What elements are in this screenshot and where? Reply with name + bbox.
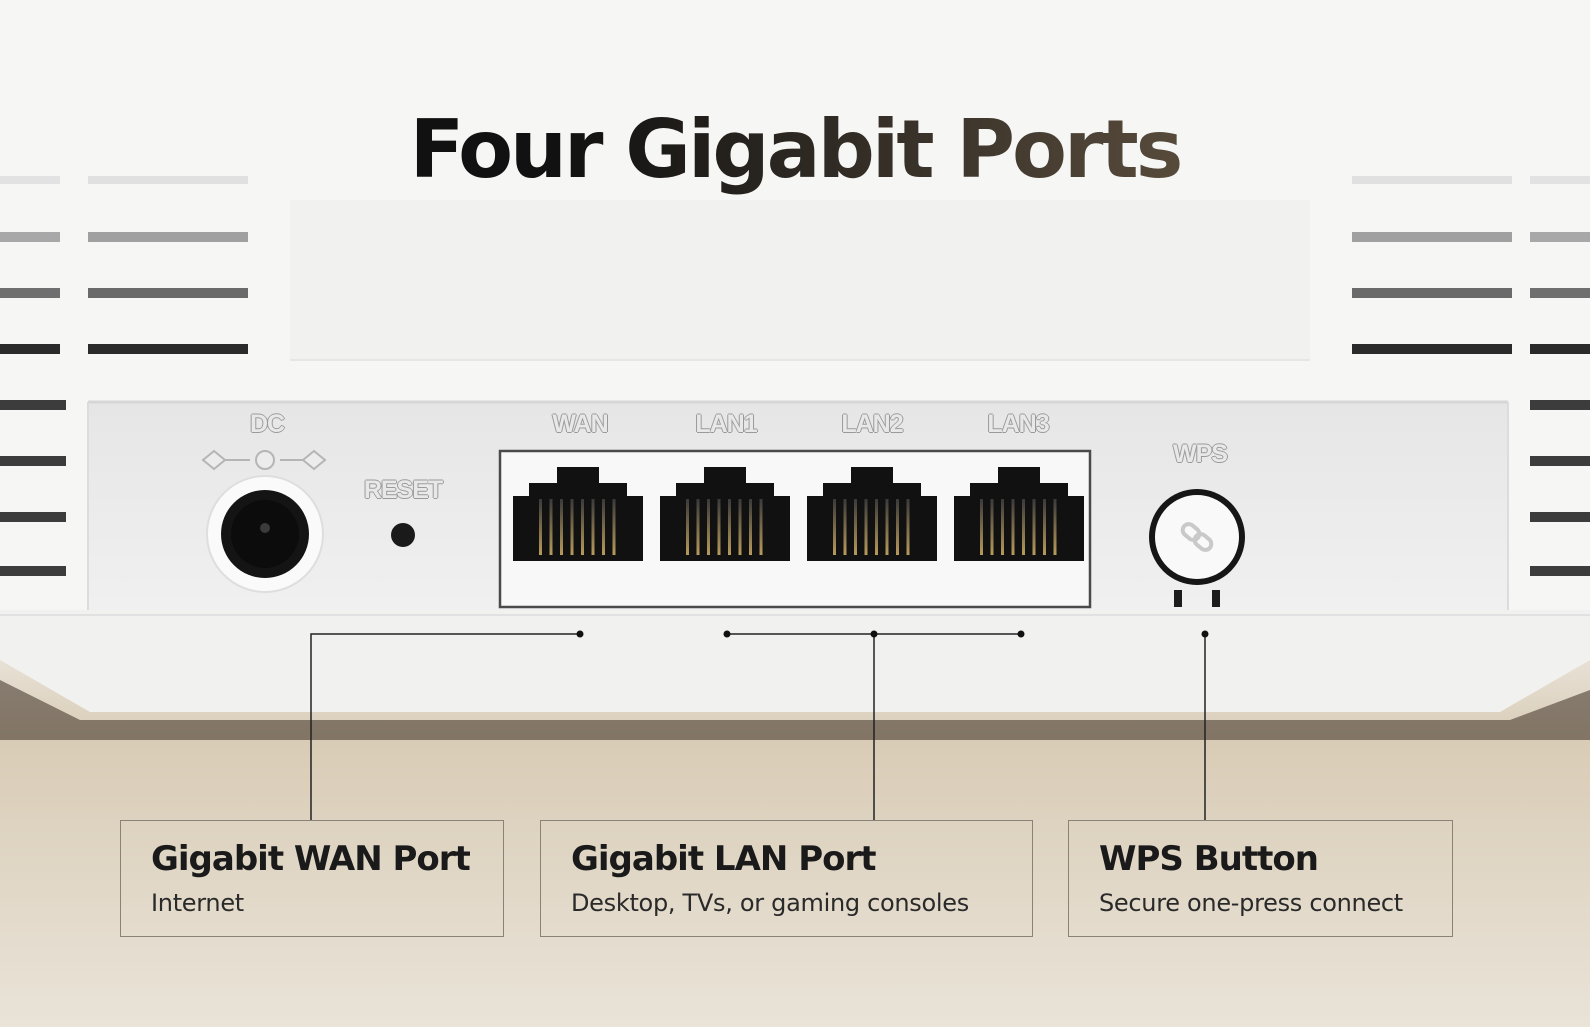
wps-button [1149,489,1245,607]
callout-wps-heading: WPS Button [1099,839,1319,879]
lan2-label: LAN2 [841,410,903,438]
left-vent-slots [0,176,248,576]
callout-wan-description: Internet [151,889,244,917]
callout-wps: WPS Button Secure one-press connect [1068,820,1453,937]
wps-label: WPS [1173,440,1228,468]
lan3-label: LAN3 [987,410,1049,438]
reset-pinhole [391,523,415,547]
callout-wps-description: Secure one-press connect [1099,889,1403,917]
reset-label: RESET [363,476,443,504]
lan2-port [807,467,937,561]
callout-wan-heading: Gigabit WAN Port [151,839,471,879]
wps-link-icon [1180,522,1214,552]
dc-power-jack [206,475,324,593]
dc-label: DC [249,410,285,438]
lan3-port [954,467,1084,561]
lan1-port [660,467,790,561]
page-title: Four Gigabit Ports [0,100,1590,200]
callout-wan: Gigabit WAN Port Internet [120,820,504,937]
connector-dots [576,630,1209,638]
right-vent-slots [1352,176,1590,576]
callout-lan: Gigabit LAN Port Desktop, TVs, or gaming… [540,820,1033,937]
wan-label: WAN [552,410,608,438]
callout-lan-description: Desktop, TVs, or gaming consoles [571,889,969,917]
ethernet-ports [513,467,1084,561]
lan1-label: LAN1 [695,410,757,438]
dc-polarity-icon [201,449,327,471]
wan-port [513,467,643,561]
callout-lan-heading: Gigabit LAN Port [571,839,877,879]
